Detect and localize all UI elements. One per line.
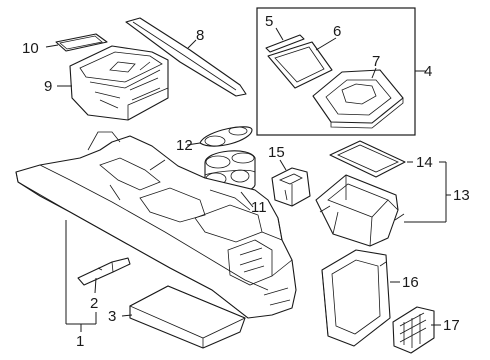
callout-10: 10 xyxy=(22,40,39,57)
callout-labels: 10 9 8 5 6 7 4 12 11 15 14 13 16 17 2 3 … xyxy=(22,13,470,350)
callout-7: 7 xyxy=(372,53,380,70)
part-1-console[interactable] xyxy=(15,131,297,319)
part-8-trim-strip[interactable] xyxy=(125,17,247,97)
part-16-bezel[interactable] xyxy=(321,249,391,347)
callout-5: 5 xyxy=(265,13,273,30)
part-17-switch-panel[interactable] xyxy=(392,306,435,354)
part-15-bracket[interactable] xyxy=(271,167,311,207)
callout-13: 13 xyxy=(453,187,470,204)
part-6-mat[interactable] xyxy=(267,41,333,89)
callout-11: 11 xyxy=(251,199,267,216)
callout-15: 15 xyxy=(268,144,285,161)
callout-9: 9 xyxy=(44,78,52,95)
callout-17: 17 xyxy=(443,317,460,334)
part-12-ring[interactable] xyxy=(199,126,253,147)
leader-lines xyxy=(45,27,451,332)
callout-6: 6 xyxy=(333,23,341,40)
part-7-cover[interactable] xyxy=(312,69,404,129)
callout-8: 8 xyxy=(196,27,204,44)
part-13-bin[interactable] xyxy=(315,174,405,247)
part-14-mat[interactable] xyxy=(329,140,406,178)
callout-3: 3 xyxy=(108,308,116,325)
callout-2: 2 xyxy=(90,295,98,312)
callout-12: 12 xyxy=(176,137,193,154)
part-3-pad[interactable] xyxy=(129,285,246,349)
part-10-mat[interactable] xyxy=(55,33,108,52)
part-5-strip[interactable] xyxy=(265,34,305,53)
part-9-tray[interactable] xyxy=(69,45,169,121)
callout-1: 1 xyxy=(76,333,84,350)
callout-16: 16 xyxy=(402,274,419,291)
callout-4: 4 xyxy=(424,63,432,80)
callout-14: 14 xyxy=(416,154,433,171)
part-2-bracket[interactable] xyxy=(77,257,131,286)
